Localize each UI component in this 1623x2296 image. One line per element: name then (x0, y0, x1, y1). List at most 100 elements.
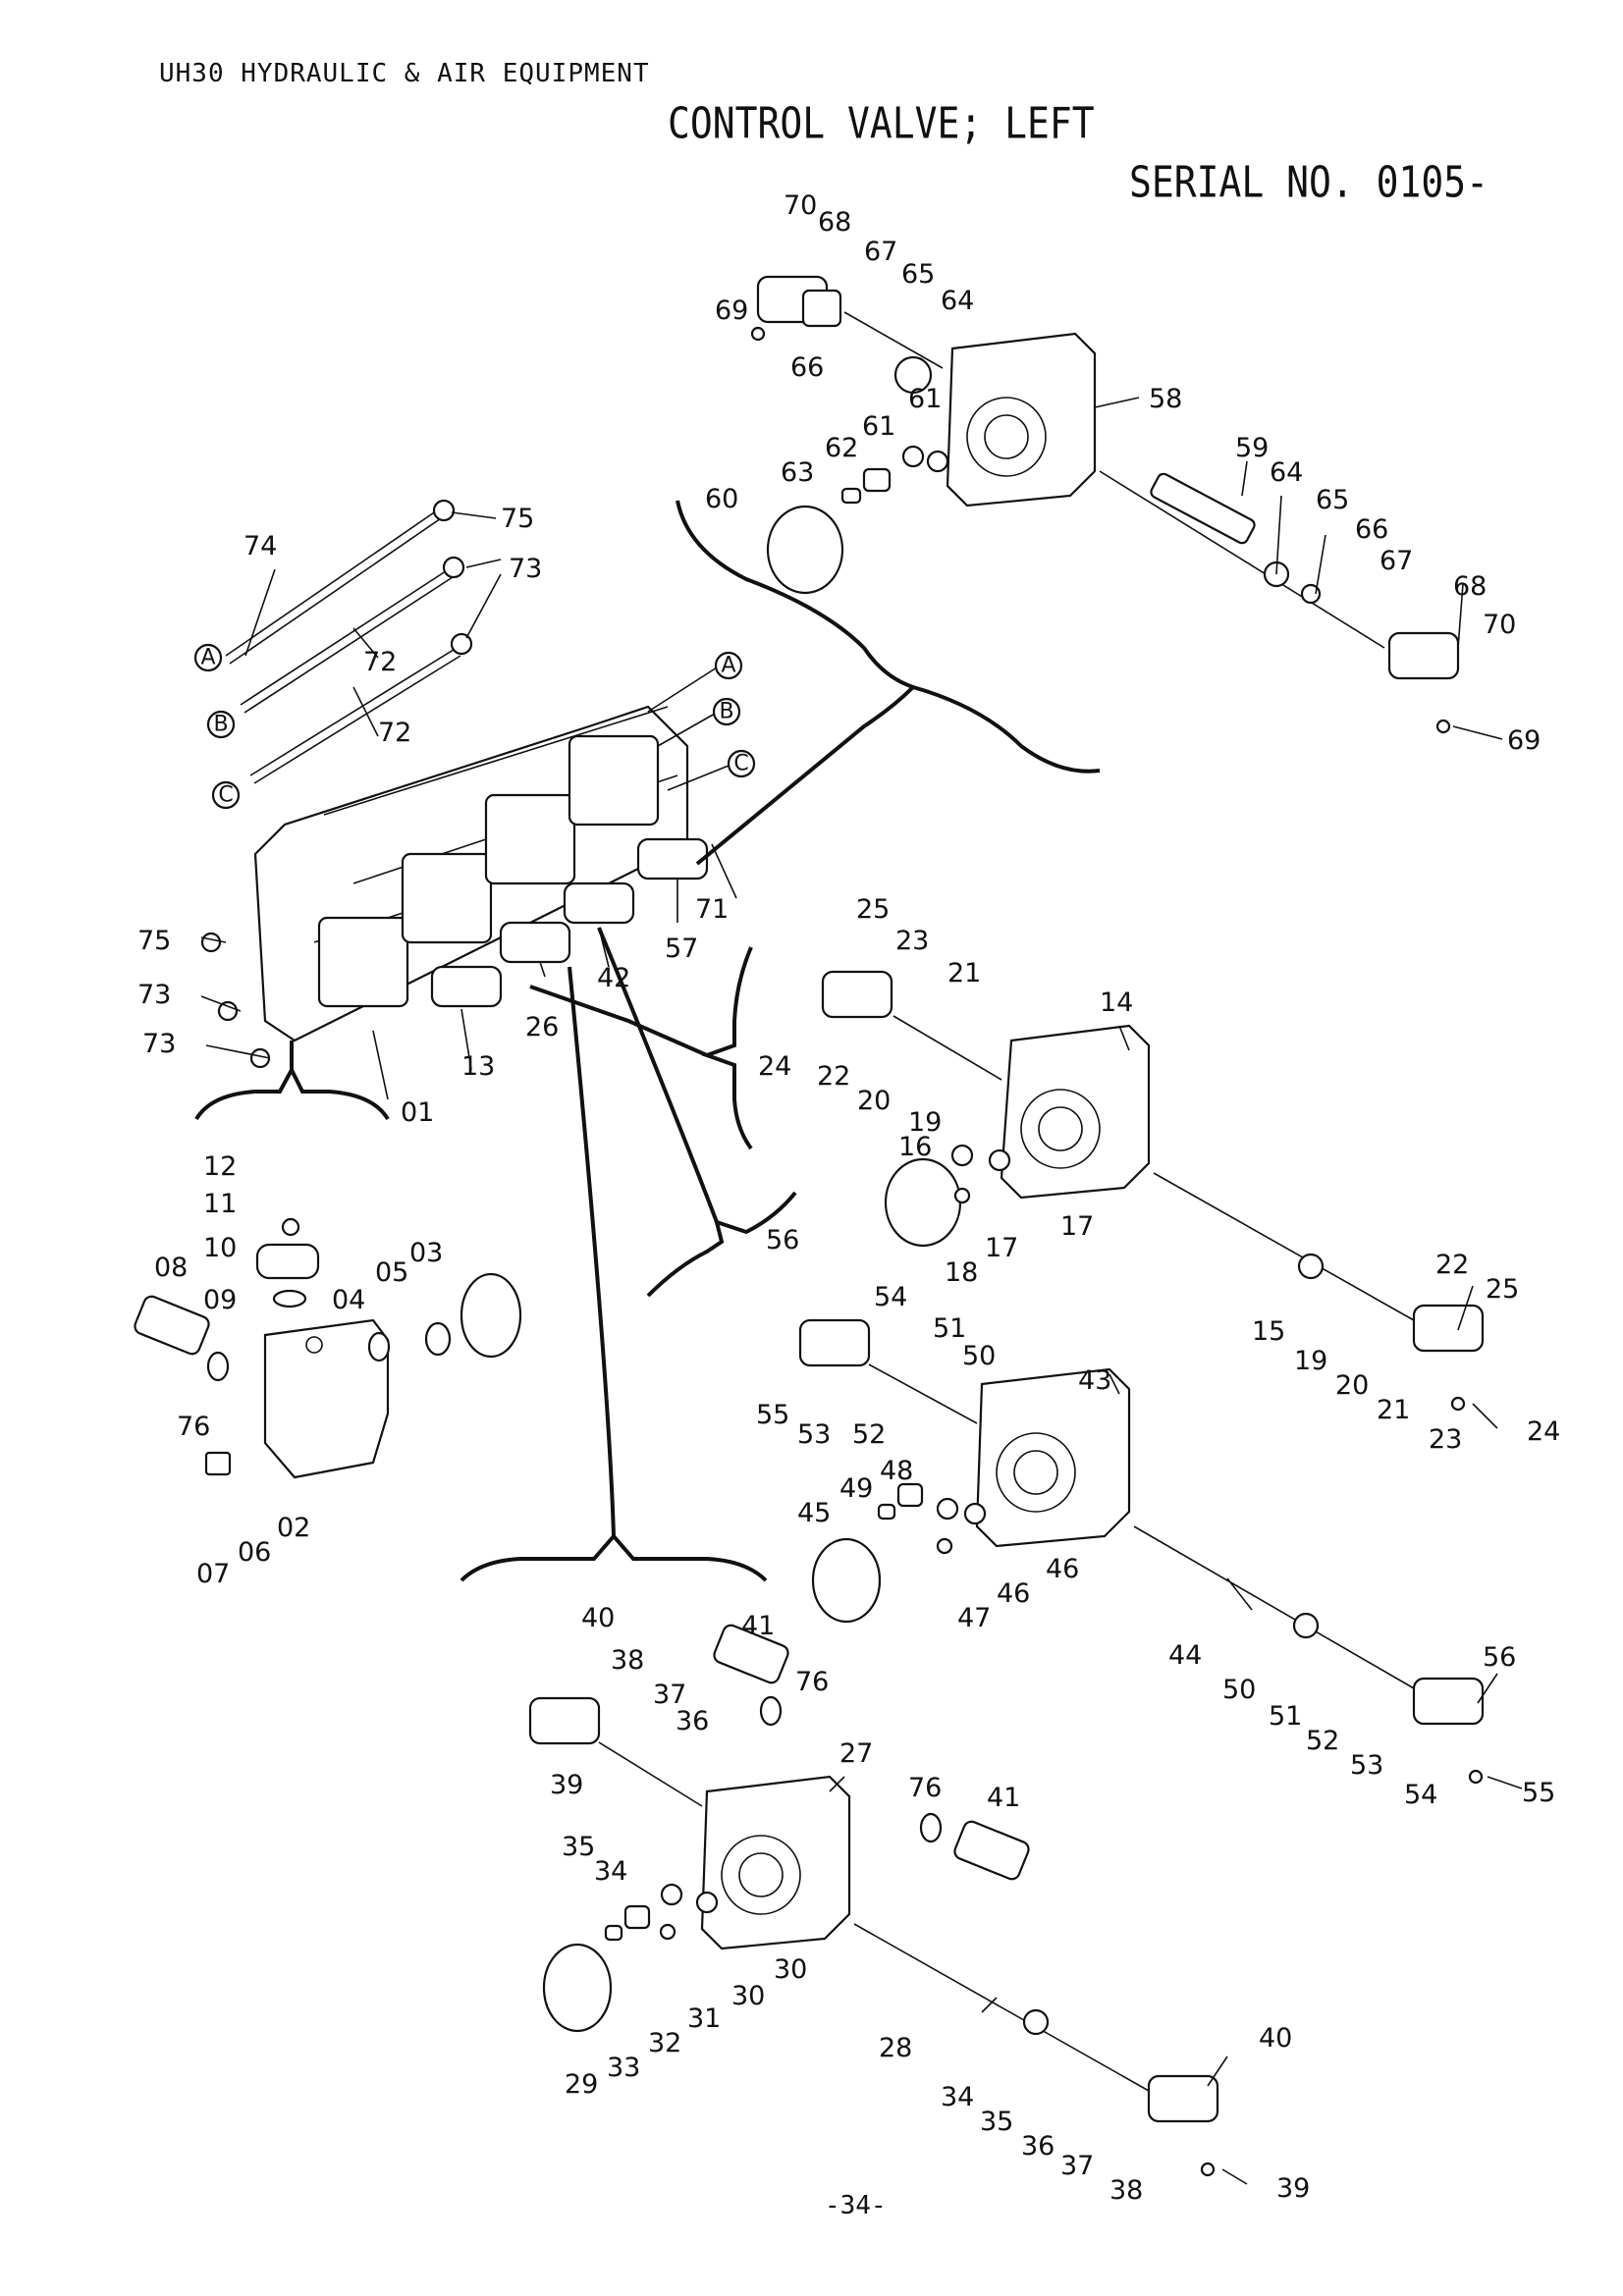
actuator-13 (430, 965, 503, 1008)
actuator-cap-right (1387, 631, 1460, 680)
valve-body-14 (1000, 1024, 1151, 1200)
switch-08 (134, 1295, 210, 1356)
part-label-61a: 61 (908, 384, 942, 414)
part-label-39b: 39 (1276, 2173, 1310, 2204)
actuator-cap-38-right (1147, 2074, 1219, 2123)
part-label-22: 22 (817, 1061, 850, 1092)
ref-mark-a-right (714, 651, 743, 680)
part-label-54b: 54 (1404, 1780, 1437, 1810)
part-label-52: 52 (852, 1419, 886, 1450)
part-label-72a: 72 (363, 647, 397, 677)
part-label-71: 71 (695, 894, 729, 925)
switch-41-right (953, 1820, 1030, 1881)
part-label-32: 32 (648, 2028, 681, 2058)
part-label-06: 06 (238, 1537, 271, 1568)
part-label-23: 23 (895, 926, 929, 956)
part-label-52b: 52 (1306, 1726, 1339, 1756)
part-label-41: 41 (741, 1611, 775, 1641)
part-label-16: 16 (898, 1132, 932, 1162)
part-label-02: 02 (277, 1513, 310, 1543)
seal-76-top (759, 1695, 783, 1727)
brace-43 (646, 1191, 797, 1298)
brace-27 (460, 1532, 768, 1582)
plate-06 (204, 1451, 232, 1476)
part-label-31: 31 (687, 2003, 721, 2034)
ref-mark-c-right (727, 749, 756, 778)
part-label-38b: 38 (1109, 2175, 1143, 2206)
part-label-59: 59 (1235, 433, 1269, 463)
section-43-group (798, 1318, 1485, 1785)
actuator-cap-54-right (1412, 1677, 1485, 1726)
part-number-labels: 70 68 67 65 64 69 66 58 61 61 62 63 60 5… (137, 190, 1560, 2206)
part-label-19: 19 (908, 1107, 942, 1138)
part-label-68: 68 (818, 207, 851, 238)
part-label-38: 38 (611, 1645, 644, 1676)
part-label-21b: 21 (1377, 1395, 1410, 1425)
part-label-73b: 73 (137, 980, 171, 1010)
part-label-74: 74 (243, 531, 277, 561)
part-label-40b: 40 (1259, 2023, 1292, 2054)
seal-29 (542, 1943, 613, 2033)
page-number: -34- (825, 2191, 887, 2220)
part-label-56: 56 (766, 1225, 799, 1255)
part-label-69: 69 (715, 295, 748, 326)
actuator-57 (636, 837, 709, 881)
part-label-24: 24 (758, 1051, 791, 1082)
brace-top (676, 500, 1101, 774)
ref-mark-b-right (712, 697, 741, 726)
leader-lines (200, 397, 1523, 2185)
part-label-50b: 50 (1222, 1675, 1256, 1705)
section-14-group (821, 970, 1485, 1412)
switch-41-top (713, 1624, 789, 1684)
part-label-15: 15 (1252, 1316, 1285, 1347)
valve-body-43 (975, 1367, 1131, 1548)
part-label-50: 50 (962, 1341, 996, 1371)
part-label-24b: 24 (1527, 1416, 1560, 1447)
part-label-21: 21 (947, 958, 981, 988)
part-label-04: 04 (332, 1285, 365, 1315)
part-label-64: 64 (941, 286, 974, 316)
ref-mark-b-left-label: B (213, 713, 228, 737)
section-02-group (134, 1217, 522, 1479)
part-label-26: 26 (525, 1012, 559, 1042)
part-label-72b: 72 (378, 718, 411, 748)
part-label-17a: 17 (1060, 1211, 1094, 1242)
part-label-46b: 46 (997, 1578, 1030, 1609)
part-label-61b: 61 (862, 411, 895, 442)
spool-59 (1150, 472, 1256, 545)
nut-73 (442, 556, 465, 579)
actuator-cap-23-left (821, 970, 893, 1019)
valve-body-58 (946, 332, 1097, 507)
part-label-20b: 20 (1335, 1370, 1369, 1401)
connector-braces (194, 500, 1101, 1582)
part-label-35b: 35 (980, 2107, 1013, 2137)
part-label-03: 03 (409, 1238, 443, 1268)
part-label-47: 47 (957, 1603, 991, 1633)
part-label-68b: 68 (1453, 571, 1487, 602)
part-label-37b: 37 (1060, 2151, 1094, 2181)
part-label-53: 53 (797, 1419, 831, 1450)
part-label-49: 49 (839, 1473, 873, 1504)
part-label-69b: 69 (1507, 725, 1541, 756)
serial-number: SERIAL NO. 0105- (1129, 157, 1489, 207)
ref-mark-c-left (211, 780, 241, 810)
actuator-42 (563, 881, 635, 925)
part-label-33: 33 (607, 2053, 640, 2083)
part-label-75b: 75 (137, 926, 171, 956)
part-label-29: 29 (565, 2069, 598, 2100)
ref-mark-b-right-label: B (719, 700, 733, 724)
nut-75 (432, 499, 456, 522)
seal-04 (367, 1331, 391, 1362)
part-label-45: 45 (797, 1498, 831, 1528)
part-label-34: 34 (594, 1856, 627, 1887)
part-label-37: 37 (653, 1680, 686, 1710)
part-label-51: 51 (933, 1313, 966, 1344)
part-label-36: 36 (676, 1706, 709, 1736)
part-label-55: 55 (756, 1400, 789, 1430)
part-label-09: 09 (203, 1285, 237, 1315)
valve-body-27 (700, 1775, 851, 1950)
section-27-group (528, 1624, 1219, 2177)
part-label-76a: 76 (177, 1412, 210, 1442)
part-label-66: 66 (790, 352, 824, 383)
